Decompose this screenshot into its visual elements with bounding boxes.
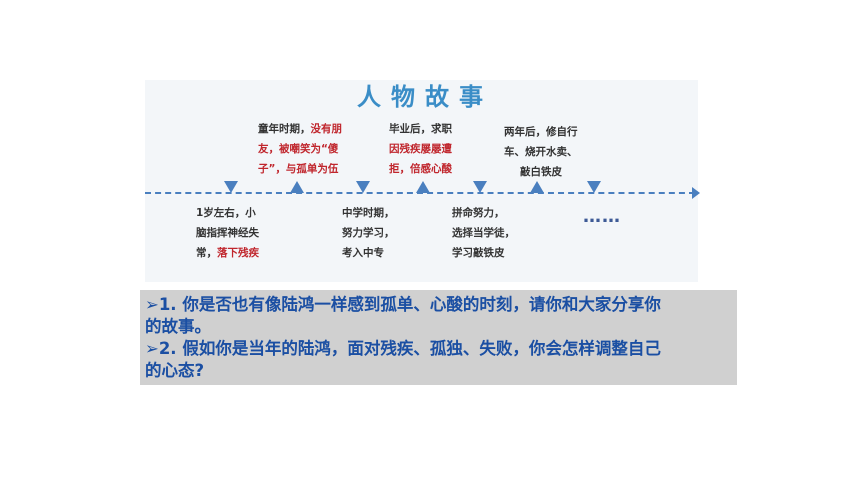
timeline-marker-down-icon: [473, 181, 487, 193]
timeline-line: [145, 192, 695, 194]
page-title: 人物故事: [357, 83, 493, 111]
story-effort: 拼命努力， 选择当学徒， 学习敲铁皮: [452, 207, 515, 259]
story-later: 两年后，修自行 车、烧开水卖、 敲白铁皮: [504, 126, 578, 178]
timeline-arrow-icon: [692, 187, 700, 199]
story-age1: 1岁左右，小 脑指挥神经失 常，落下残疾: [196, 207, 259, 259]
timeline-marker-down-icon: [356, 181, 370, 193]
timeline-marker-down-icon: [224, 181, 238, 193]
story-graduation: 毕业后，求职 因残疾屡屡遭 拒，倍感心酸: [389, 123, 452, 175]
question-2-line-2: 的心态?: [145, 361, 205, 380]
story-childhood: 童年时期，没有朋 友，被嘲笑为“傻 子”，与孤单为伍: [258, 123, 342, 175]
story-middle-school: 中学时期， 努力学习， 考入中专: [342, 207, 395, 259]
question-1-line-2: 的故事。: [145, 317, 211, 336]
timeline-marker-up-icon: [290, 181, 304, 193]
timeline-marker-down-icon: [587, 181, 601, 193]
timeline-marker-up-icon: [530, 181, 544, 193]
timeline-marker-up-icon: [416, 181, 430, 193]
timeline-ellipsis: ……: [583, 206, 621, 227]
question-box: [140, 290, 737, 385]
question-2-line-1: ➢2. 假如你是当年的陆鸿，面对残疾、孤独、失败，你会怎样调整自己: [145, 339, 661, 358]
question-1-line-1: ➢1. 你是否也有像陆鸿一样感到孤单、心酸的时刻，请你和大家分享你: [145, 295, 661, 314]
